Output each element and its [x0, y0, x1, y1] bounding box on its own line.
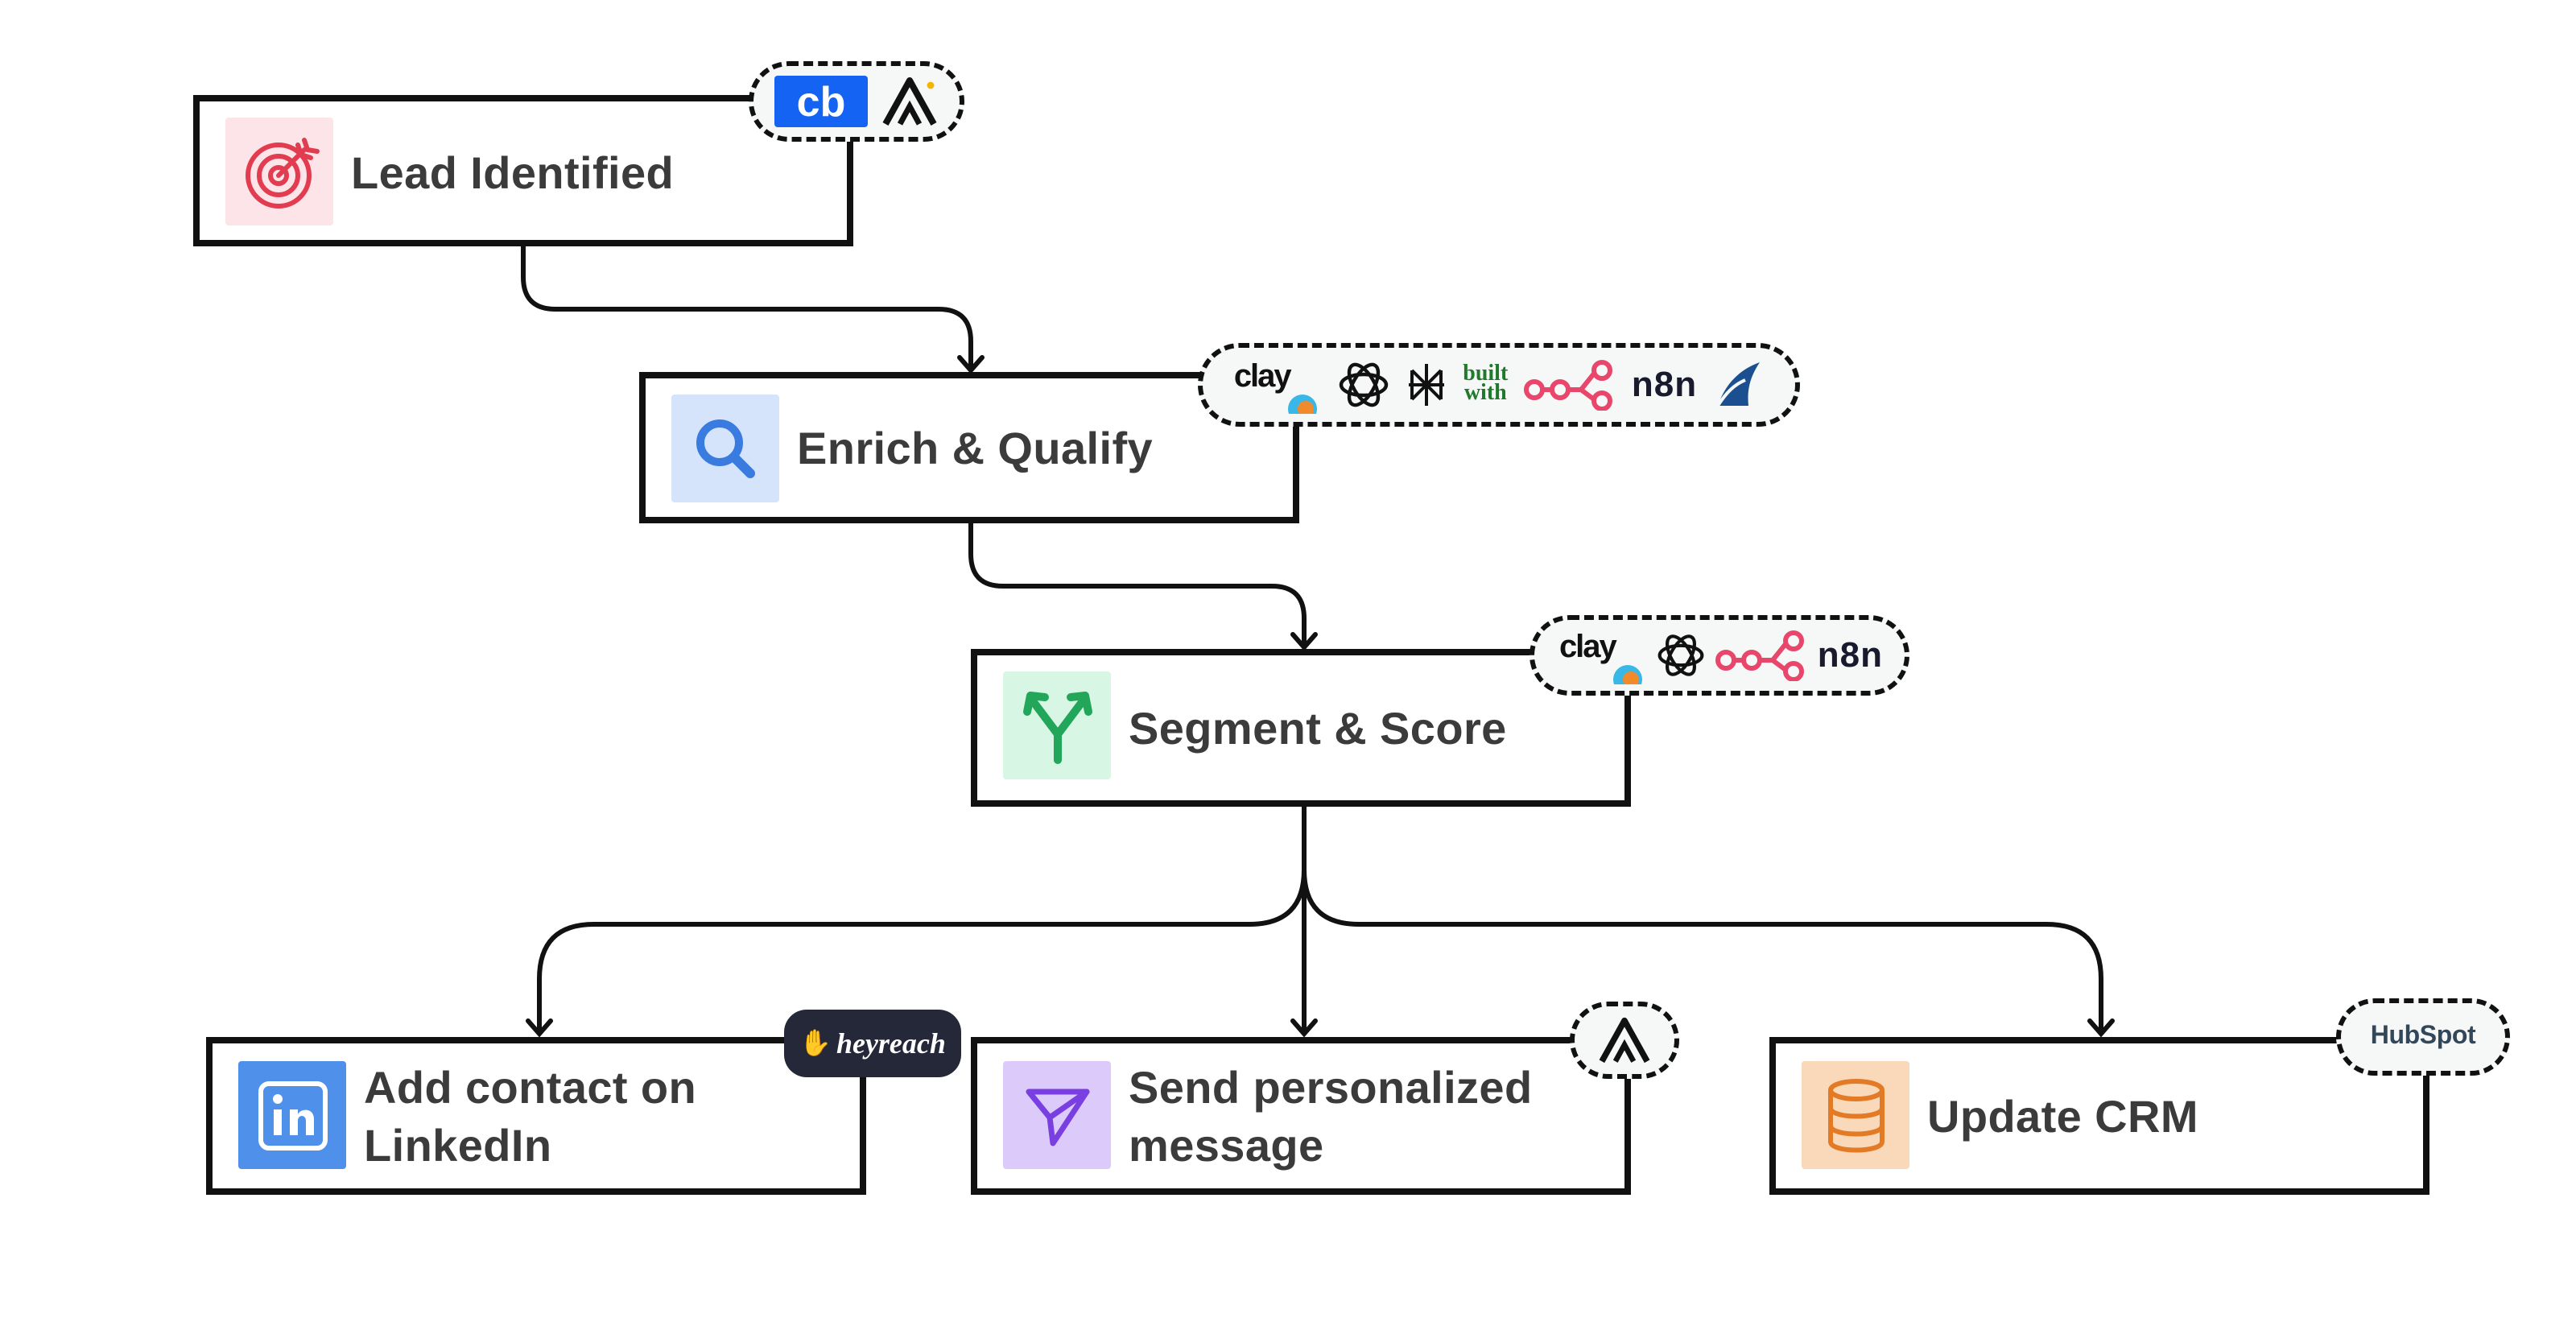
zoominfo-logo — [1717, 362, 1761, 407]
node-label: Send personalized message — [1129, 1060, 1533, 1175]
node-label: Segment & Score — [1129, 704, 1507, 754]
make-logo — [1715, 630, 1805, 681]
connector-enrich-to-segment — [968, 519, 1307, 648]
node-label-line-1: Send personalized — [1129, 1063, 1533, 1113]
apollo-logo — [1599, 1017, 1650, 1064]
node-lead-identified[interactable]: Lead Identified — [193, 95, 853, 246]
heyreach-logo: ✋ heyreach — [784, 1010, 961, 1077]
database-icon — [1827, 1078, 1884, 1152]
tools-badge-lead: cb — [749, 61, 964, 142]
openai-logo — [1657, 634, 1704, 676]
search-icon-box — [671, 395, 779, 502]
tools-badge-message — [1570, 1002, 1679, 1079]
split-icon-box — [1003, 671, 1111, 779]
tools-badge-enrich: clay built with — [1198, 343, 1800, 427]
database-icon-box — [1802, 1061, 1909, 1169]
node-label-line-2: message — [1129, 1121, 1324, 1171]
n8n-logo: n8n — [1631, 364, 1698, 404]
linkedin-icon — [258, 1080, 327, 1150]
node-label: Add contact on LinkedIn — [364, 1060, 696, 1175]
builtwith-logo: built with — [1463, 362, 1509, 406]
node-segment-score[interactable]: Segment & Score — [971, 649, 1631, 807]
node-update-crm[interactable]: Update CRM — [1769, 1037, 2429, 1195]
n8n-logo: n8n — [1817, 634, 1883, 675]
node-label: Enrich & Qualify — [797, 423, 1154, 473]
perplexity-logo — [1409, 364, 1445, 406]
crunchbase-logo: cb — [774, 76, 868, 127]
node-label-line-2: LinkedIn — [364, 1121, 552, 1171]
connector-lead-to-enrich — [521, 242, 973, 371]
clay-logo: clay — [1231, 353, 1321, 417]
clay-logo: clay — [1556, 623, 1646, 688]
node-add-contact-linkedin[interactable]: Add contact on LinkedIn — [206, 1037, 866, 1195]
connector-segment-to-linkedin — [537, 803, 1307, 1035]
node-label: Lead Identified — [351, 148, 675, 198]
hubspot-logo: HubSpot — [2370, 1022, 2476, 1050]
node-label: Update CRM — [1927, 1092, 2198, 1142]
node-send-message[interactable]: Send personalized message — [971, 1037, 1631, 1195]
target-icon — [245, 137, 319, 208]
make-logo — [1524, 360, 1613, 411]
target-icon-box — [225, 118, 333, 225]
node-enrich-qualify[interactable]: Enrich & Qualify — [639, 372, 1299, 523]
linkedin-icon-box — [238, 1061, 346, 1169]
tools-badge-segment: clay n8n — [1530, 615, 1909, 696]
node-label-line-1: Add contact on — [364, 1063, 697, 1113]
send-icon-box — [1003, 1061, 1111, 1169]
split-arrow-icon — [1022, 691, 1092, 763]
openai-logo — [1339, 362, 1388, 407]
search-icon — [696, 419, 754, 477]
tools-badge-crm: HubSpot — [2336, 998, 2510, 1076]
apollo-logo — [882, 77, 937, 126]
connector-segment-to-crm — [1302, 867, 2103, 1035]
send-icon — [1025, 1088, 1089, 1146]
